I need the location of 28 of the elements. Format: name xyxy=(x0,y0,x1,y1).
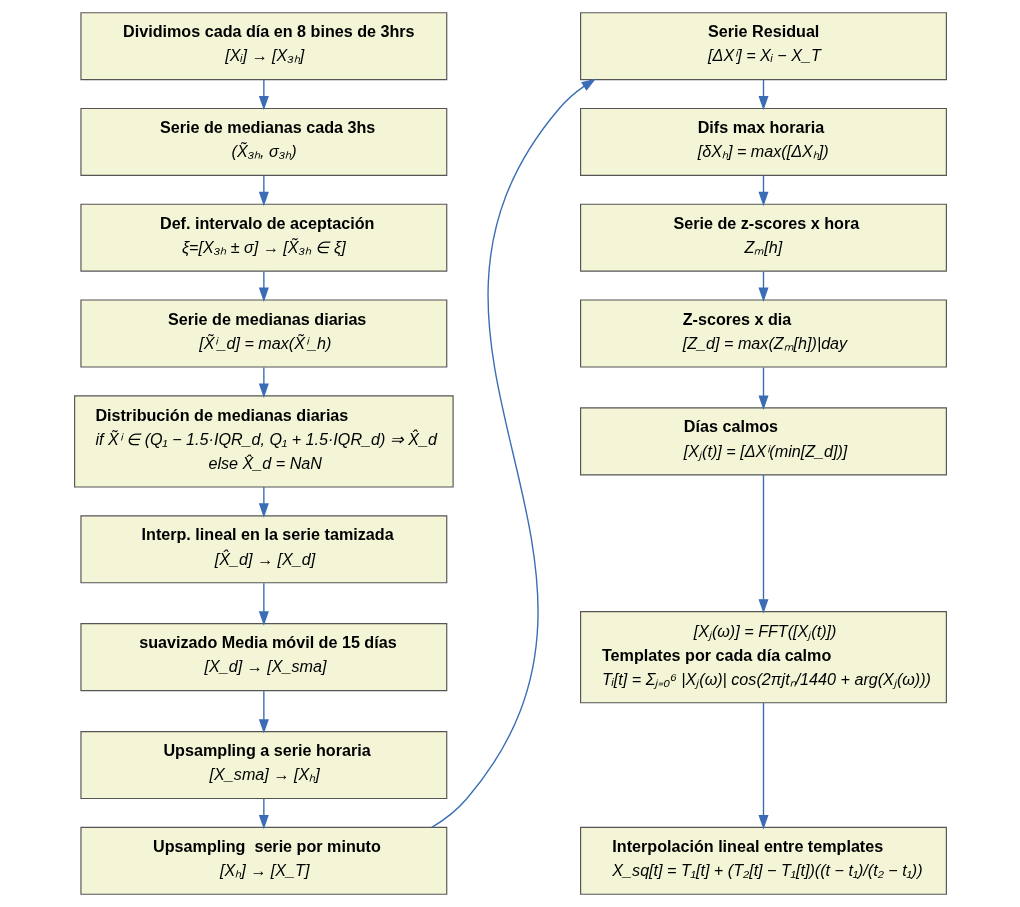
arrow xyxy=(258,582,269,626)
arrow xyxy=(757,366,768,410)
arrow xyxy=(430,78,596,828)
node-box: Upsampling a serie horaria [X_sma] → [Xₕ] xyxy=(79,731,447,800)
arrow xyxy=(757,474,768,614)
node-box: Z-scores x dia [Z_d] = max(Zₘ[h])|day xyxy=(579,299,947,368)
arrow xyxy=(258,690,269,734)
arrow xyxy=(258,366,269,398)
node-box: Días calmos [Xⱼ(t)] = [ΔXⁱ(min[Z_d])] xyxy=(579,407,947,476)
node-box: Def. intervalo de aceptación ξ=[X₃ₕ ± σ] → [X̃₃ₕ ∈ ξ] xyxy=(79,203,447,272)
arrow xyxy=(258,175,269,207)
arrow xyxy=(258,486,269,518)
node-box: Dividimos cada día en 8 bines de 3hrs [Xᵢ] → [X₃ₕ] xyxy=(79,12,447,81)
arrow xyxy=(757,702,768,830)
node-box: Distribución de medianas diarias if X̃ⁱ ∈ (Q₁ − 1.5·IQR_d, Q₁ + 1.5·IQR_d) ⇒ X̂_d else X̂_d = NaN xyxy=(73,395,454,488)
node-box: Serie de medianas cada 3hs (X̃₃ₕ, σ₃ₕ) xyxy=(79,107,447,176)
node-box: suavizado Media móvil de 15 días [X_d] → [X_sma] xyxy=(79,623,447,692)
node-box: Difs max horaria [δXₕ] = max([ΔXₕ]) xyxy=(579,107,947,176)
arrow xyxy=(258,79,269,111)
node-box: Serie de medianas diarias [X̃ⁱ_d] = max(X̃ⁱ_h) xyxy=(79,299,447,368)
node-box: Serie de z-scores x hora Zₘ[h] xyxy=(579,203,947,272)
node-box: Upsampling serie por minuto [Xₕ] → [X_T] xyxy=(79,826,447,895)
node-box: [Xⱼ(ω)] = FFT([Xⱼ(t)]) Templates por cada día calmo Tᵢ[t] = Σⱼ₌₀⁶ |Xⱼ(ω)| cos(2πjtₙ/1440 + arg(Xⱼ(ω))) xyxy=(579,611,947,704)
node-box: Serie Residual [ΔXⁱ] = Xᵢ − X_T xyxy=(579,12,947,81)
arrow xyxy=(258,798,269,830)
arrow xyxy=(258,270,269,302)
node-box: Interp. lineal en la serie tamizada [X̂_d] → [X_d] xyxy=(79,515,447,584)
node-box: Interpolación lineal entre templates X_sq[t] = T₁[t] + (T₂[t] − T₁[t])((t − t₁)/(t₂ − t₁)) xyxy=(579,826,947,895)
